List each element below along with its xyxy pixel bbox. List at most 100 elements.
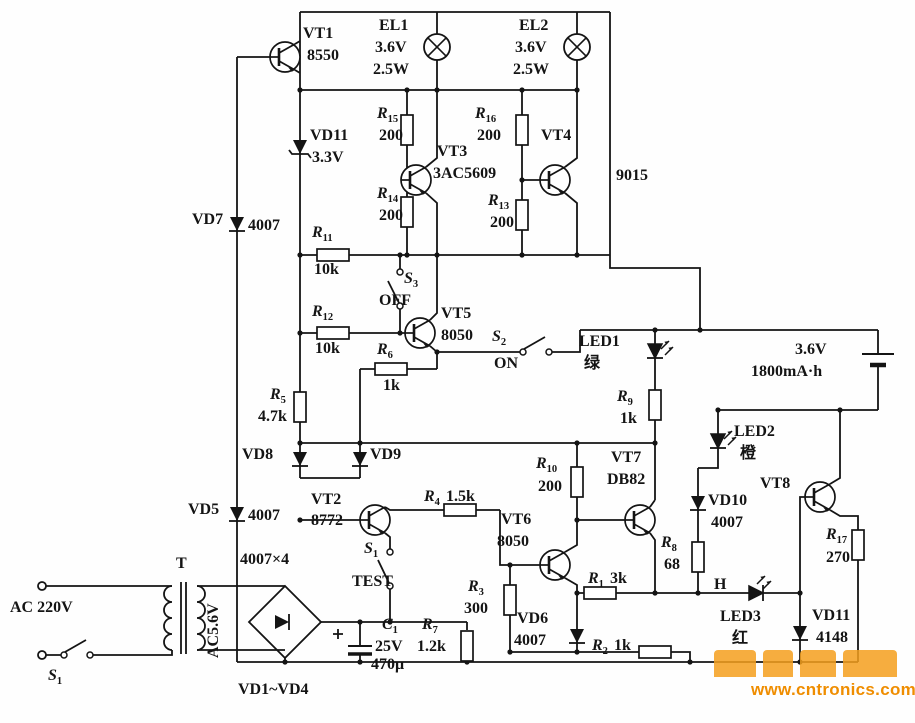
s1-main-terminal bbox=[60, 651, 68, 659]
vt4-transistor-symbol bbox=[538, 163, 572, 197]
c1-voltage: 25V bbox=[375, 638, 403, 655]
r7-resistor-symbol bbox=[460, 630, 474, 662]
r5-label: R5 bbox=[270, 386, 286, 407]
s3-label: S3 bbox=[404, 270, 419, 291]
partial-logo-glyph bbox=[843, 650, 897, 677]
r2-label: R2 bbox=[592, 637, 608, 658]
r9-value: 1k bbox=[620, 410, 637, 427]
partial-logo-glyph bbox=[800, 650, 836, 677]
c1-label: C1 bbox=[382, 616, 398, 637]
vt5-value: 8050 bbox=[441, 327, 473, 344]
r2-resistor-symbol bbox=[638, 645, 672, 659]
vt3-value: 3AC5609 bbox=[433, 165, 497, 182]
el1-voltage: 3.6V bbox=[375, 39, 407, 56]
r12-value: 10k bbox=[315, 340, 340, 357]
switch-levers bbox=[64, 280, 546, 653]
bridge-diode-symbol bbox=[274, 613, 290, 631]
vd10-value: 4007 bbox=[711, 514, 743, 531]
led1-color: 绿 bbox=[584, 355, 601, 372]
bridge-value: 4007×4 bbox=[240, 551, 290, 568]
led1-symbol bbox=[647, 341, 673, 358]
battery-voltage: 3.6V bbox=[795, 341, 827, 358]
r17-value: 270 bbox=[826, 549, 850, 566]
vt2-label: VT2 bbox=[311, 491, 342, 508]
r8-value: 68 bbox=[664, 556, 680, 573]
el2-voltage: 3.6V bbox=[515, 39, 547, 56]
r11-label: R11 bbox=[312, 224, 333, 245]
r10-resistor-symbol bbox=[570, 466, 584, 498]
r2-value: 1k bbox=[614, 637, 631, 654]
r5-value: 4.7k bbox=[258, 408, 287, 425]
el2-power: 2.5W bbox=[513, 61, 549, 78]
vd7-diode-symbol bbox=[228, 216, 246, 232]
s2-label: S2 bbox=[492, 328, 507, 349]
plus-sign bbox=[333, 629, 343, 639]
bridge-rectifier-symbol bbox=[247, 584, 323, 660]
s1-main-terminal bbox=[86, 651, 94, 659]
r14-value: 200 bbox=[379, 207, 403, 224]
vd8-label: VD8 bbox=[242, 446, 274, 463]
bridge-designators: VD1~VD4 bbox=[238, 681, 309, 698]
vt7-value: DB82 bbox=[607, 471, 646, 488]
r13-label: R13 bbox=[488, 192, 510, 213]
s1-test-state: TEST bbox=[352, 573, 393, 590]
vt5-transistor-symbol bbox=[403, 316, 437, 350]
r10-label: R10 bbox=[536, 455, 558, 476]
partial-logo-glyph bbox=[714, 650, 756, 677]
s2-state: ON bbox=[494, 355, 518, 372]
r13-resistor-symbol bbox=[515, 199, 529, 231]
vt5-label: VT5 bbox=[441, 305, 472, 322]
r12-resistor-symbol bbox=[316, 326, 350, 340]
vd6-label: VD6 bbox=[517, 610, 549, 627]
vt6-value: 8050 bbox=[497, 533, 529, 550]
r4-label: R4 bbox=[424, 488, 440, 509]
el2-label: EL2 bbox=[519, 17, 549, 34]
r1-value: 3k bbox=[610, 570, 627, 587]
r4-value: 1.5k bbox=[446, 488, 475, 505]
r7-value: 1.2k bbox=[417, 638, 446, 655]
vt1-value: 8550 bbox=[307, 47, 339, 64]
vt3-label: VT3 bbox=[437, 143, 468, 160]
battery-capacity: 1800mA·h bbox=[751, 363, 823, 380]
watermark-link[interactable]: www.cntronics.com bbox=[751, 680, 915, 699]
r11-resistor-symbol bbox=[316, 248, 350, 262]
battery-symbol bbox=[862, 353, 894, 368]
r6-resistor-symbol bbox=[374, 362, 408, 376]
capacitor-symbol bbox=[333, 629, 372, 656]
vt8-transistor-symbol bbox=[803, 480, 837, 514]
led2-color: 橙 bbox=[740, 445, 757, 462]
r15-label: R15 bbox=[377, 105, 399, 126]
vd9-label: VD9 bbox=[370, 446, 402, 463]
vd7-label: VD7 bbox=[192, 211, 224, 228]
r3-resistor-symbol bbox=[503, 584, 517, 616]
r14-label: R14 bbox=[377, 185, 399, 206]
vd11-4148-value: 4148 bbox=[816, 629, 848, 646]
s1-test-terminal bbox=[386, 548, 394, 556]
led3-label: LED3 bbox=[720, 608, 761, 625]
s1-main-label: S1 bbox=[48, 667, 63, 688]
r3-label: R3 bbox=[468, 578, 484, 599]
transformer-label: T bbox=[176, 555, 187, 572]
vt2-transistor-symbol bbox=[358, 503, 392, 537]
led2-symbol bbox=[710, 431, 736, 448]
r7-label: R7 bbox=[422, 616, 438, 637]
vt2-value: 8772 bbox=[311, 512, 343, 529]
r8-resistor-symbol bbox=[691, 541, 705, 573]
el2-lamp-symbol bbox=[563, 33, 591, 61]
r16-resistor-symbol bbox=[515, 114, 529, 146]
vd11-4148-diode-symbol bbox=[791, 625, 809, 641]
led1-label: LED1 bbox=[579, 333, 620, 350]
vt1-label: VT1 bbox=[303, 25, 334, 42]
ac-source-label: AC 220V bbox=[10, 599, 73, 616]
r6-value: 1k bbox=[383, 377, 400, 394]
r4-resistor-symbol bbox=[443, 503, 477, 517]
h-label: H bbox=[714, 576, 727, 593]
r11-value: 10k bbox=[314, 261, 339, 278]
vt1-transistor-symbol bbox=[268, 40, 302, 74]
vd7-value: 4007 bbox=[248, 217, 280, 234]
r15-value: 200 bbox=[379, 127, 403, 144]
led2-label: LED2 bbox=[734, 423, 775, 440]
el1-lamp-symbol bbox=[423, 33, 451, 61]
vd5-label: VD5 bbox=[188, 501, 220, 518]
